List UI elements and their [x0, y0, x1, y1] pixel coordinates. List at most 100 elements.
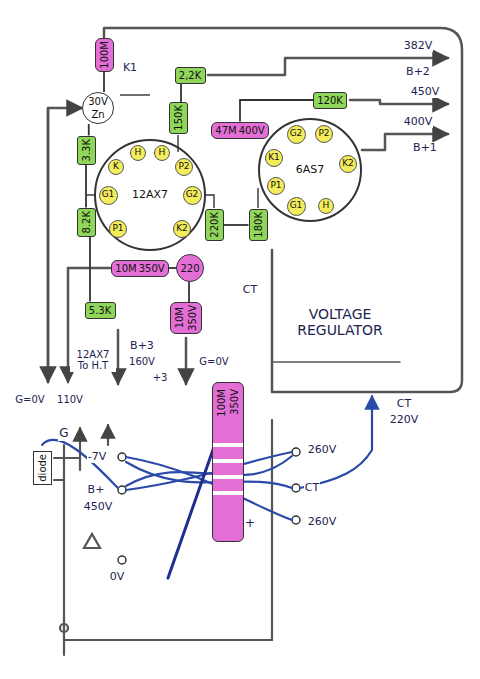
value-text: H	[323, 201, 330, 211]
annotation-label: G	[58, 427, 69, 441]
value-text: P2	[318, 129, 329, 139]
valve-pin: K2	[173, 220, 191, 238]
valve-pin: P2	[175, 158, 193, 176]
annotation-label: K1	[122, 62, 138, 75]
value-text: 12AX7	[132, 189, 168, 201]
value-text: 6AS7	[296, 164, 325, 176]
annotation-label: 0V	[109, 571, 126, 584]
valve-pin: H	[154, 145, 170, 161]
valve-pin: H	[318, 198, 334, 214]
value-text: H	[159, 148, 166, 158]
wire-connector	[103, 72, 105, 92]
valve-pin: G2	[183, 186, 202, 205]
annotation-label: 12AX7 To H.T	[70, 349, 116, 372]
wire-connector	[169, 267, 176, 269]
supply-loop	[104, 28, 462, 392]
valve-pin: P1	[267, 177, 285, 195]
resistor: 8.2K	[77, 208, 96, 237]
valve-pin: G2	[287, 125, 306, 144]
valve-6as7: 6AS7 G2 P2K1K2P1G1 H	[258, 118, 362, 222]
value-text: 100M	[216, 389, 227, 417]
valve-pin: H	[130, 145, 146, 161]
value-text: 10M	[115, 263, 136, 274]
wire	[205, 195, 214, 208]
value-text: K	[113, 162, 119, 172]
lug	[292, 448, 300, 456]
wire-connector	[188, 282, 190, 302]
value-text: H	[135, 148, 142, 158]
annotation-label: 160V	[128, 356, 156, 368]
valve-pin: P1	[109, 220, 127, 238]
annotation-label: 450V	[83, 501, 114, 514]
b-arrow	[107, 425, 109, 445]
annotation-label: B+2	[405, 66, 431, 79]
wire-connector	[89, 237, 91, 302]
annotation-label: B+1	[412, 142, 438, 155]
annotation-label: G=0V	[14, 394, 45, 406]
lug	[118, 556, 126, 564]
zener-diode: 30VZn	[82, 92, 114, 124]
value-text: K2	[176, 224, 188, 234]
value-text: 350V	[139, 263, 165, 274]
annotation-label: 220V	[389, 414, 420, 427]
valve-pin: K1	[265, 149, 283, 167]
value-text: P1	[270, 181, 281, 191]
wire-connector	[85, 165, 87, 208]
value-text: G1	[102, 190, 115, 200]
value-text: 2,2K	[179, 70, 201, 81]
wire	[257, 188, 258, 208]
filter-capacitor: 100M350V	[212, 382, 244, 542]
diode-symbol	[84, 534, 100, 548]
ct-wire	[300, 396, 372, 488]
lug	[292, 484, 300, 492]
annotation-label: B+3	[129, 340, 155, 353]
annotation-label: B+	[87, 484, 106, 497]
annotation-label: 110V	[56, 394, 84, 406]
valve-pin: G1	[287, 197, 306, 216]
value-text: G2	[186, 190, 199, 200]
value-text: 10M	[174, 307, 185, 328]
wire	[177, 135, 178, 152]
valve-12ax7: 12AX7 K H H P2G1 G2P1 K2	[94, 139, 206, 251]
valve-pin: G1	[99, 186, 118, 205]
value-text: 120K	[317, 95, 343, 106]
ground-arrow	[185, 338, 188, 384]
annotation-label: 400V	[403, 116, 434, 129]
capacitor: 10M350V	[170, 302, 202, 334]
k1-mark	[120, 94, 150, 95]
diode-box: diode	[33, 451, 52, 485]
resistor: 2,2K	[175, 67, 206, 84]
value-text: 100M	[99, 41, 110, 69]
heater-wire	[126, 457, 292, 520]
capacitor: 10M350V	[111, 260, 169, 277]
lug	[292, 516, 300, 524]
annotation-label: 260V	[307, 516, 338, 529]
value-text: diode	[37, 454, 48, 482]
b3-arrow	[117, 330, 120, 384]
value-text: P1	[112, 224, 123, 234]
resistor: 5.3K	[85, 302, 116, 319]
value-text: G2	[290, 129, 303, 139]
valve-pin: K	[108, 159, 124, 175]
resistor: 180K	[249, 209, 268, 241]
wire	[54, 479, 64, 481]
450v-arrow	[350, 100, 448, 104]
valve-pin: K2	[339, 155, 357, 173]
wire	[54, 457, 80, 459]
annotation-label: 450V	[410, 86, 441, 99]
value-text: K2	[342, 159, 354, 169]
wire-connector	[224, 224, 249, 226]
annotation-label: 260V	[307, 444, 338, 457]
value-text: 220	[180, 263, 199, 274]
value-text: 400V	[239, 125, 265, 136]
wire	[271, 250, 274, 392]
resistor: 120K	[313, 92, 347, 109]
capacitor: 100M	[95, 38, 114, 72]
value-text: 180K	[253, 212, 264, 238]
annotation-label: 382V	[403, 40, 434, 53]
wire-connector	[180, 84, 182, 103]
value-text: 8.2K	[81, 211, 92, 233]
value-text: Zn	[91, 109, 104, 120]
annotation-label: CT	[242, 284, 258, 297]
